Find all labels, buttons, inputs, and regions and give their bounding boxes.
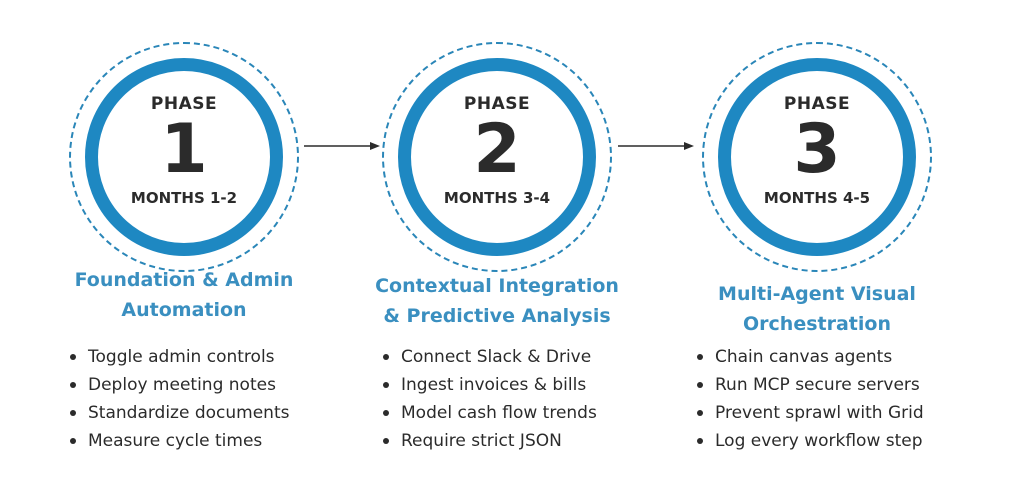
phase-1-bullets: Toggle admin controls Deploy meeting not…: [68, 343, 289, 455]
title-line: & Predictive Analysis: [383, 305, 611, 327]
phase-number: 1: [160, 110, 208, 189]
phase-2-bullets: Connect Slack & Drive Ingest invoices & …: [381, 343, 597, 455]
phase-label: PHASE: [783, 94, 851, 114]
phase-3-badge: PHASE 3 MONTHS 4-5: [702, 42, 932, 272]
phase-months: MONTHS 1-2: [130, 189, 238, 207]
phase-1-title: Foundation & Admin Automation: [34, 265, 334, 325]
bullet-item: Connect Slack & Drive: [381, 343, 597, 371]
phase-number: 2: [473, 110, 521, 189]
phase-label: PHASE: [463, 94, 531, 114]
arrow-right-icon: [304, 142, 380, 150]
phase-2-badge: PHASE 2 MONTHS 3-4: [382, 42, 612, 272]
bullet-item: Run MCP secure servers: [695, 371, 924, 399]
bullet-item: Require strict JSON: [381, 427, 597, 455]
phase-3-title: Multi-Agent Visual Orchestration: [667, 279, 967, 339]
dashed-ring: [702, 42, 932, 272]
bullet-item: Chain canvas agents: [695, 343, 924, 371]
phase-2-column: PHASE 2 MONTHS 3-4 Contextual Integratio…: [347, 0, 647, 486]
bullet-item: Measure cycle times: [68, 427, 289, 455]
phase-1-badge: PHASE 1 MONTHS 1-2: [69, 42, 299, 272]
phase-1-column: PHASE 1 MONTHS 1-2 Foundation & Admin Au…: [34, 0, 334, 486]
bullet-item: Model cash flow trends: [381, 399, 597, 427]
title-line: Contextual Integration: [375, 275, 619, 297]
bullet-item: Prevent sprawl with Grid: [695, 399, 924, 427]
title-line: Automation: [121, 299, 247, 321]
title-line: Orchestration: [743, 313, 891, 335]
phase-months: MONTHS 4-5: [763, 189, 871, 207]
bullet-item: Deploy meeting notes: [68, 371, 289, 399]
phase-3-column: PHASE 3 MONTHS 4-5 Multi-Agent Visual Or…: [667, 0, 967, 486]
phase-number: 3: [793, 110, 841, 189]
bullet-item: Toggle admin controls: [68, 343, 289, 371]
dashed-ring: [69, 42, 299, 272]
bullet-item: Standardize documents: [68, 399, 289, 427]
phase-label: PHASE: [150, 94, 218, 114]
bullet-item: Log every workflow step: [695, 427, 924, 455]
phase-2-title: Contextual Integration & Predictive Anal…: [347, 271, 647, 331]
title-line: Multi-Agent Visual: [718, 283, 916, 305]
dashed-ring: [382, 42, 612, 272]
phase-months: MONTHS 3-4: [443, 189, 551, 207]
arrow-right-icon: [618, 142, 694, 150]
bullet-item: Ingest invoices & bills: [381, 371, 597, 399]
phase-3-bullets: Chain canvas agents Run MCP secure serve…: [695, 343, 924, 455]
title-line: Foundation & Admin: [74, 269, 294, 291]
